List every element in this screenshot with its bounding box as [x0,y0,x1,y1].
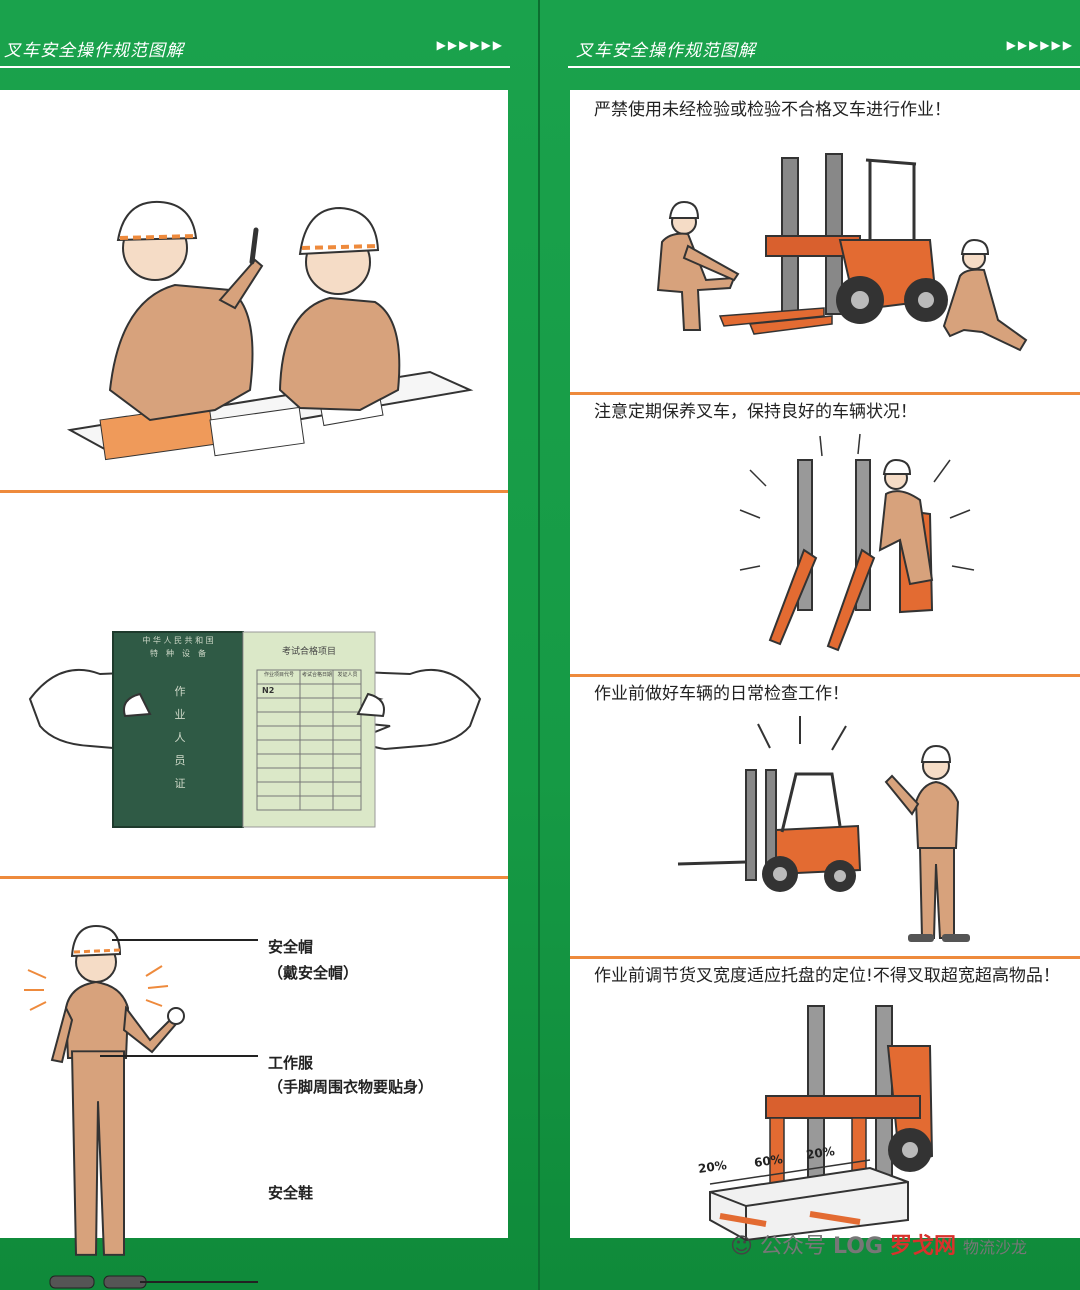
uniform-note: （手脚周围衣物要贴身） [268,1078,434,1096]
left-header-rule [0,66,510,68]
left-panel: 中 华 人 民 共 和 国 特 种 设 备 作 业 人 员 证 考试合格项目 作… [0,90,508,1289]
left-header-arrows: ▶▶▶▶▶▶ [436,38,504,52]
cover-char-3: 人 [174,731,186,744]
caption-fork-width: 作业前调节货叉宽度适应托盘的定位!不得叉取超宽超高物品！ [594,966,1060,986]
shoes-label: 安全鞋 [268,1184,314,1202]
cover-char-5: 证 [174,777,186,790]
watermark-account: 公众号 [759,1234,826,1259]
right-separator-1 [570,392,1080,395]
right-header-arrows: ▶▶▶▶▶▶ [1006,38,1074,52]
left-header-title: 叉车安全操作规范图解 [4,41,184,61]
right-page: 叉车安全操作规范图解 ▶▶▶▶▶▶ 严禁使用未经检验或检验不合格叉车进行作业！ … [540,0,1080,1290]
right-panel: 严禁使用未经检验或检验不合格叉车进行作业！ 注意定期保养叉车，保持良好的车辆状况… [570,90,1080,1242]
right-separator-3 [570,956,1080,959]
certificate-page [242,631,376,828]
certificate-page-title: 考试合格项目 [281,647,336,657]
daily-check-illustration [677,716,970,942]
page-divider [538,0,540,1290]
cert-row-code: N2 [262,686,275,695]
watermark-brand: LOG [832,1234,883,1259]
fork-width-illustration [709,1005,934,1242]
cover-line-2: 特 种 设 备 [150,649,206,658]
cover-char-4: 员 [174,754,186,767]
watermark-partial: 物流沙龙 [962,1238,1027,1257]
caption-maintenance: 注意定期保养叉车，保持良好的车辆状况！ [594,402,917,422]
certificate-cover-text: 中 华 人 民 共 和 国 特 种 设 备 [113,634,243,660]
cover-char-2: 业 [174,708,186,721]
watermark: ☺ 公众号 LOG 罗戈网 物流沙龙 [730,1228,1027,1260]
left-separator-1 [0,490,508,493]
helmet-label: 安全帽 [268,938,314,956]
uniform-label: 工作服 [268,1054,314,1072]
helmet-note: （戴安全帽） [268,964,359,982]
maintenance-illustration [739,433,975,652]
left-page: 叉车安全操作规范图解 ▶▶▶▶▶▶ [0,0,538,1290]
caption-daily-check: 作业前做好车辆的日常检查工作！ [594,684,849,704]
right-header-rule [568,66,1080,68]
ppe-worker-illustration [24,924,258,1289]
caption-inspection: 严禁使用未经检验或检验不合格叉车进行作业！ [594,100,951,120]
right-header: 叉车安全操作规范图解 ▶▶▶▶▶▶ [540,36,1080,64]
certificate-cover [112,631,244,828]
certificate-vertical-title: 作 业 人 员 证 [170,680,190,795]
certificate-illustration [28,631,482,828]
cert-col-1: 作业项目代号 [263,672,294,678]
left-separator-2 [0,876,508,879]
left-header: 叉车安全操作规范图解 ▶▶▶▶▶▶ [0,36,538,64]
cert-col-3: 发证人员 [337,672,358,678]
watermark-site: 罗戈网 [889,1234,956,1259]
workers-reading-illustration [66,200,474,461]
inspection-illustration [656,153,1028,352]
right-header-title: 叉车安全操作规范图解 [576,41,756,61]
cert-col-2: 考试合格日期 [301,672,332,678]
right-separator-2 [570,674,1080,677]
cover-line-1: 中 华 人 民 共 和 国 [142,636,214,645]
cover-char-1: 作 [174,685,186,698]
wechat-icon: ☺ [730,1234,753,1259]
